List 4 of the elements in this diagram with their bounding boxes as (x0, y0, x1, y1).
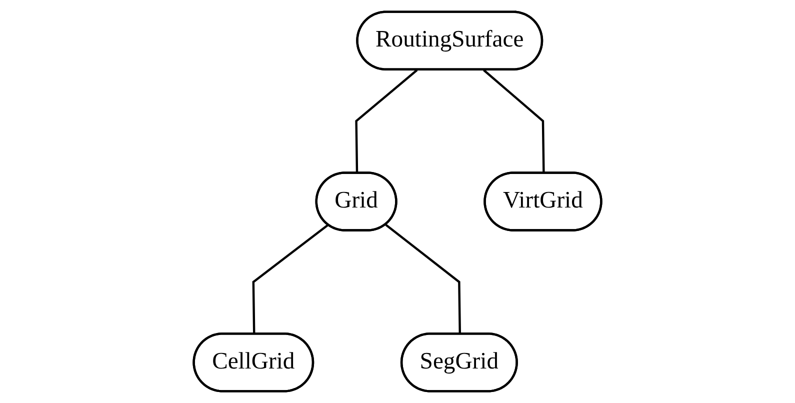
connector (483, 69, 545, 174)
connector (355, 69, 418, 174)
connector (385, 224, 462, 334)
connector (252, 224, 329, 334)
